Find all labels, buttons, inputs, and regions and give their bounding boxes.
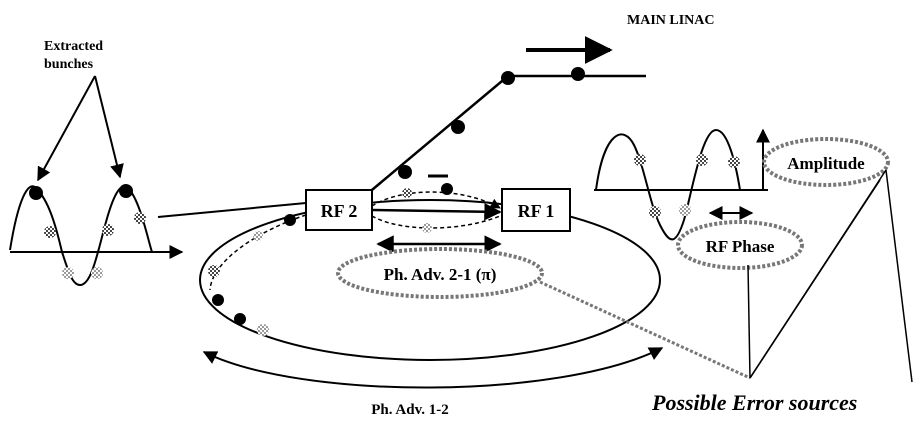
bunch-dot — [284, 214, 296, 226]
bunch-dot-light — [679, 204, 691, 216]
ph-adv-12-arrow — [202, 347, 664, 389]
bunch-dot-hatched — [44, 226, 56, 238]
main-linac-group: MAIN LINAC — [359, 13, 715, 201]
rf2-label: RF 2 — [321, 201, 358, 221]
bunch-dot — [212, 294, 224, 306]
bunch-dot — [451, 120, 465, 134]
ring-bunches — [208, 214, 296, 336]
bunch-dot-light — [62, 267, 74, 279]
bunch-dot-hatched — [649, 206, 661, 218]
bunch-dot — [441, 183, 453, 195]
bunch-dot — [119, 184, 133, 198]
bunch-dot-hatched — [134, 212, 146, 224]
amplitude-ellipse: Amplitude — [762, 137, 890, 187]
bunch-dot-hatched — [402, 188, 412, 198]
rf-transfer-paths — [371, 183, 502, 233]
ph-adv-12-label: Ph. Adv. 1-2 — [371, 402, 449, 418]
main-linac-label: MAIN LINAC — [627, 13, 715, 28]
bunch-dot — [398, 165, 412, 179]
rf2-box: RF 2 — [305, 189, 373, 231]
rf-phase-ellipse: RF Phase — [676, 220, 804, 270]
bunch-dot — [501, 71, 515, 85]
bunch-dot-light — [253, 231, 263, 241]
amplitude-label: Amplitude — [787, 154, 865, 173]
extracted-bunches-group: Extracted bunches — [9, 39, 184, 287]
rf-lower-dashed-path — [371, 215, 501, 229]
bunch-dot-hatched — [102, 224, 114, 236]
bunch-dot-hatched — [728, 156, 740, 168]
ph-adv-21-ellipse: Ph. Adv. 2-1 (π) — [336, 247, 544, 299]
left-waveform — [9, 185, 153, 287]
extracted-label-line1: Extracted — [44, 39, 103, 54]
error-source-connectors — [539, 169, 913, 383]
extracted-arrow-right — [94, 75, 124, 179]
bunch-dot-hatched — [696, 154, 708, 166]
bunch-dot — [234, 313, 246, 325]
bunch-dot — [29, 186, 43, 200]
extraction-line — [157, 202, 307, 218]
bunch-dot-light — [422, 223, 432, 233]
error-sources-label: Possible Error sources — [651, 390, 857, 415]
rf1-label: RF 1 — [518, 201, 555, 221]
right-waveform — [595, 128, 741, 241]
rf-waveform-group — [594, 128, 770, 241]
extracted-arrow-left — [37, 75, 96, 182]
rf-direct-arrow — [371, 203, 502, 221]
bunch-dot — [571, 67, 585, 81]
ph-adv-21-label: Ph. Adv. 2-1 (π) — [384, 265, 497, 284]
extracted-label-line2: bunches — [44, 57, 94, 72]
rf1-box: RF 1 — [501, 188, 571, 232]
main-linac-beamline — [359, 74, 646, 201]
bunch-dot-hatched — [634, 154, 646, 166]
bunch-dot-light — [91, 267, 103, 279]
bunch-dot-light — [257, 324, 269, 336]
bunch-dot-hatched — [208, 265, 220, 277]
rf-phase-label: RF Phase — [706, 237, 775, 256]
